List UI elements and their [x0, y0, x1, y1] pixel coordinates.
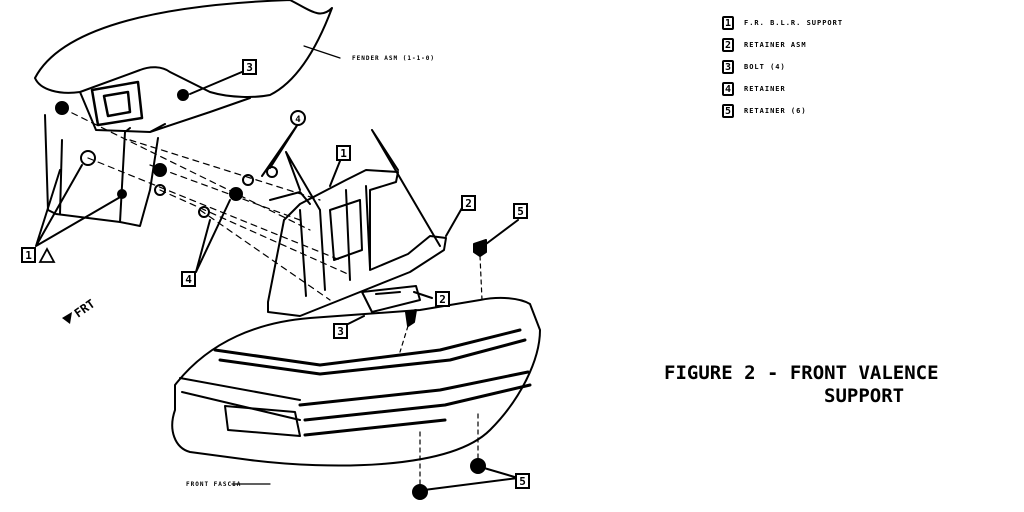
- leader-lines: [35, 65, 519, 491]
- callout-box-3-center: 3: [333, 323, 348, 339]
- bolt-1: [55, 101, 69, 115]
- caption-line-1: FIGURE 2 - FRONT VALENCE: [664, 362, 939, 384]
- callout-box-1-center: 1: [336, 145, 351, 161]
- retainer-bottom-2: [470, 458, 486, 474]
- bolt-9: [266, 166, 278, 178]
- retainer-bottom-1: [412, 484, 428, 500]
- bolt-8: [242, 174, 254, 186]
- bolt-7: [229, 187, 243, 201]
- callout-box-4-top: 4: [290, 110, 306, 126]
- svg-text:1: 1: [25, 249, 32, 262]
- svg-text:3: 3: [246, 61, 253, 74]
- bolt-5: [117, 189, 127, 199]
- svg-text:5: 5: [517, 205, 524, 218]
- grille-bars: [213, 328, 532, 437]
- legend-item: 2 RETAINER ASM: [722, 34, 843, 56]
- figure-caption: FIGURE 2 - FRONT VALENCE SUPPORT: [664, 362, 1024, 408]
- caption-line-2: SUPPORT: [824, 385, 905, 407]
- legend-number: 2: [722, 38, 734, 52]
- bolt-10: [177, 89, 189, 101]
- bolt-6: [198, 206, 210, 218]
- front-fascia: [171, 296, 541, 467]
- legend-label: RETAINER: [744, 85, 786, 93]
- legend-item: 4 RETAINER: [722, 78, 843, 100]
- legend-item: 5 RETAINER (6): [722, 100, 843, 122]
- mounting-lines: [61, 107, 351, 301]
- bolt-2: [80, 150, 96, 166]
- bolt-4: [154, 184, 166, 196]
- legend-item: 3 BOLT (4): [722, 56, 843, 78]
- legend-label: BOLT (4): [744, 63, 786, 71]
- fender-lower: [79, 91, 251, 133]
- legend-label: RETAINER ASM: [744, 41, 807, 49]
- legend-number: 4: [722, 82, 734, 96]
- fender-callout-label: FENDER ASM (1-1-0): [352, 55, 435, 62]
- push-pin: [473, 239, 487, 257]
- fascia-callout-label: FRONT FASCIA: [186, 481, 241, 488]
- svg-text:2: 2: [439, 293, 446, 306]
- legend-label: F.R. B.L.R. SUPPORT: [744, 19, 844, 27]
- front-direction-marker: FRT: [62, 297, 97, 324]
- legend-label: RETAINER (6): [744, 107, 807, 115]
- bolt-3: [153, 163, 167, 177]
- headlamp-housing: [90, 80, 144, 127]
- callout-box-4-left: 4: [181, 271, 196, 287]
- parts-legend: 1 F.R. B.L.R. SUPPORT 2 RETAINER ASM 3 BOLT…: [722, 12, 843, 122]
- callout-box-6-pin: 2: [435, 291, 450, 307]
- legend-number: 1: [722, 16, 734, 30]
- legend-number: 5: [722, 104, 734, 118]
- callout-box-5-bottom: 5: [515, 473, 530, 489]
- callout-box-1-left: 1: [21, 247, 36, 263]
- fender-outline: [34, 0, 333, 98]
- svg-text:1: 1: [340, 147, 347, 160]
- svg-text:2: 2: [465, 197, 472, 210]
- svg-text:FRT: FRT: [72, 297, 98, 321]
- valence-support: [267, 169, 447, 317]
- left-bracket: [44, 114, 131, 223]
- retainer-bracket: [361, 285, 421, 313]
- warning-triangle-icon: [38, 247, 56, 263]
- svg-text:3: 3: [337, 325, 344, 338]
- legend-item: 1 F.R. B.L.R. SUPPORT: [722, 12, 843, 34]
- svg-text:5: 5: [519, 475, 526, 488]
- svg-text:4: 4: [295, 115, 301, 125]
- legend-number: 3: [722, 60, 734, 74]
- callout-box-2-right: 2: [461, 195, 476, 211]
- svg-text:4: 4: [185, 273, 192, 286]
- callout-box-3-top: 3: [242, 59, 257, 75]
- callout-box-5-right: 5: [513, 203, 528, 219]
